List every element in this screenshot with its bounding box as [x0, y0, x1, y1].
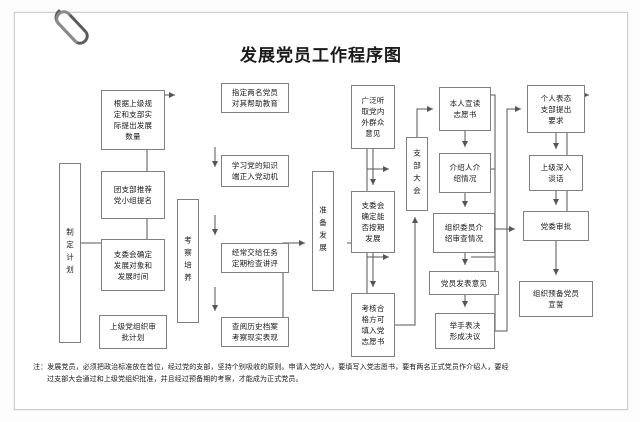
- footnote-lead: 注：: [33, 363, 48, 371]
- node-line: 确定能: [361, 212, 385, 221]
- node-org-member: 组织委员介 绍审查情况: [433, 213, 495, 253]
- stage-branch: 支部大会: [406, 137, 428, 211]
- node-read-aloud: 本人宣读 志愿书: [439, 87, 491, 131]
- node-line: 要求: [548, 115, 564, 125]
- node-line: 谈话: [548, 174, 564, 183]
- node-line: 际提出发展: [113, 121, 153, 130]
- node-line: 支委会: [361, 201, 385, 210]
- node-line: 定和支部实: [113, 110, 153, 119]
- stage-plan: 制定计划: [59, 163, 81, 343]
- footnote-text-1: 发展党员，必须把政治标准放在首位，经过党的支部，坚持个别吸收的原则。申请入党的人…: [47, 363, 509, 371]
- node-line: 形成决议: [449, 332, 481, 341]
- node-decide-ontime: 支委会 确定能 否按期 发展: [351, 191, 395, 253]
- node-upper-talk: 上级深入 谈话: [529, 155, 583, 191]
- node-line: 经常交给任务: [231, 248, 279, 257]
- node-line: 上级深入: [540, 163, 572, 172]
- node-line: 端正入党动机: [231, 172, 279, 181]
- document-page: 发展党员工作程序图: [14, 9, 628, 410]
- node-line: 意见: [365, 129, 381, 138]
- node-line: 志愿书: [453, 110, 477, 119]
- node-line: 外群众: [361, 118, 385, 127]
- node-line: 考核合: [361, 304, 385, 313]
- node-line: 绍情况: [453, 174, 477, 183]
- node-line: 考察现实表现: [231, 333, 279, 342]
- stage-prep: 准备发展: [312, 171, 334, 291]
- node-line: 个人表态: [540, 93, 572, 103]
- node-members-speak: 党员发表意见: [429, 271, 499, 295]
- node-line: 绍审查情况: [444, 234, 484, 243]
- node-listen-opinion: 广泛听 取党内 外群众 意见: [351, 85, 395, 149]
- node-line: 宣誓: [548, 300, 564, 309]
- node-line: 组织委员介: [444, 223, 484, 232]
- node-line: 学习党的知识: [231, 161, 279, 170]
- node-line: 支委会确定: [113, 249, 153, 259]
- footnote: 注：发展党员，必须把政治标准放在首位，经过党的支部，坚持个别吸收的原则。申请入党…: [33, 361, 613, 385]
- node-line: 填入党: [361, 326, 385, 335]
- node-study-party: 学习党的知识 端正入党动机: [221, 155, 289, 187]
- node-oath: 组织预备党员 宣誓: [519, 281, 593, 317]
- node-line: 发展时间: [117, 271, 149, 281]
- node-youth-recommend: 团支部推荐 党小组提名: [101, 171, 165, 219]
- node-line: 党委审批: [540, 221, 572, 231]
- node-line: 举手表决: [449, 321, 481, 330]
- node-line: 发展: [365, 234, 381, 243]
- node-line: 团支部推荐: [113, 185, 153, 194]
- node-line: 党员发表意见: [440, 278, 488, 288]
- node-line: 对其帮助教育: [231, 99, 279, 108]
- node-line: 广泛听: [361, 96, 385, 105]
- node-line: 根据上级规: [113, 99, 153, 108]
- node-line: 批计划: [121, 333, 145, 342]
- node-introducer: 介绍人介 绍情况: [439, 153, 491, 193]
- node-assign-two: 指定两名党员 对其帮助教育: [221, 83, 289, 113]
- node-fill-form: 考核合 格方可 填入党 志愿书: [351, 293, 395, 357]
- node-line: 定期检查讲评: [231, 259, 279, 268]
- node-line: 支部提出: [540, 104, 572, 114]
- node-check-archive: 查阅历史档案 考察现实表现: [221, 317, 289, 347]
- stage-train: 考察培养: [177, 199, 199, 323]
- node-line: 志愿书: [361, 337, 385, 346]
- node-assign-tasks: 经常交给任务 定期检查讲评: [221, 243, 289, 273]
- node-hand-vote: 举手表决 形成决议: [435, 313, 495, 349]
- node-line: 否按期: [361, 223, 385, 232]
- node-line: 格方可: [361, 315, 385, 324]
- flowchart: 制定计划 根据上级规 定和支部实 际提出发展 数量 团支部推荐 党小组提名 支委…: [15, 13, 627, 409]
- node-committee-set: 支委会确定 发展对象和 发展时间: [101, 239, 165, 291]
- node-party-approve: 党委审批: [523, 211, 589, 241]
- node-line: 本人宣读: [449, 99, 481, 108]
- node-line: 查阅历史档案: [231, 322, 279, 331]
- node-personal-state: 个人表态 支部提出 要求: [527, 85, 585, 133]
- node-line: 党小组提名: [113, 196, 153, 205]
- node-line: 指定两名党员: [231, 88, 279, 97]
- node-line: 发展对象和: [113, 260, 153, 270]
- node-line: 上级党组织审: [109, 322, 157, 331]
- node-line: 介绍人介: [449, 163, 481, 172]
- connector-lines-right: [370, 106, 559, 332]
- node-plan-quota: 根据上级规 定和支部实 际提出发展 数量: [101, 90, 165, 150]
- node-line: 数量: [125, 132, 141, 141]
- node-line: 取党内: [361, 107, 385, 116]
- footnote-line-1: 注：发展党员，必须把政治标准放在首位，经过党的支部，坚持个别吸收的原则。申请入党…: [33, 361, 613, 373]
- node-upper-approve: 上级党组织审 批计划: [99, 315, 167, 349]
- page-title: 发展党员工作程序图: [240, 46, 402, 66]
- footnote-line-2: 过支部大会通过和上级党组织批准，并且经过预备期的考察，才能成为正式党员。: [47, 375, 303, 383]
- node-line: 组织预备党员: [532, 289, 580, 298]
